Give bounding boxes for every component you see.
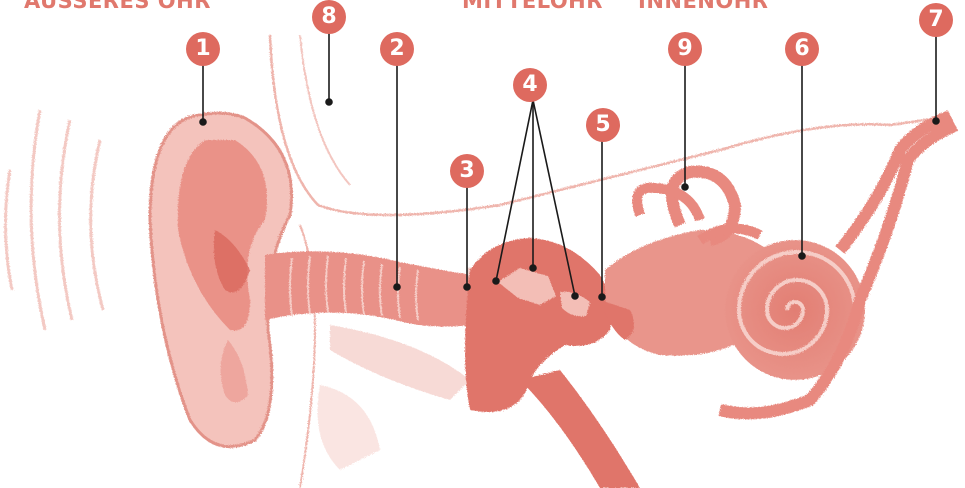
marker-badge-5: 5 — [586, 108, 620, 142]
section-title-middle-ear: MITTELOHR — [462, 0, 603, 12]
marker-badge-3: 3 — [450, 154, 484, 188]
leader-line-8 — [326, 30, 332, 105]
leader-line-7 — [933, 36, 939, 124]
marker-badge-9: 9 — [668, 32, 702, 66]
sound-waves — [5, 110, 103, 330]
section-title-outer-ear: ÄUSSERES OHR — [24, 0, 211, 12]
marker-badge-4: 4 — [513, 68, 547, 102]
inner-ear — [600, 118, 950, 413]
marker-badge-8: 8 — [312, 0, 346, 34]
section-title-inner-ear: INNENOHR — [638, 0, 768, 12]
marker-badge-1: 1 — [186, 32, 220, 66]
marker-badge-6: 6 — [785, 32, 819, 66]
marker-badge-7: 7 — [919, 3, 953, 37]
leader-line-2 — [394, 62, 400, 290]
marker-badge-2: 2 — [380, 32, 414, 66]
leader-line-6 — [799, 65, 805, 259]
ear-canal — [265, 251, 472, 326]
